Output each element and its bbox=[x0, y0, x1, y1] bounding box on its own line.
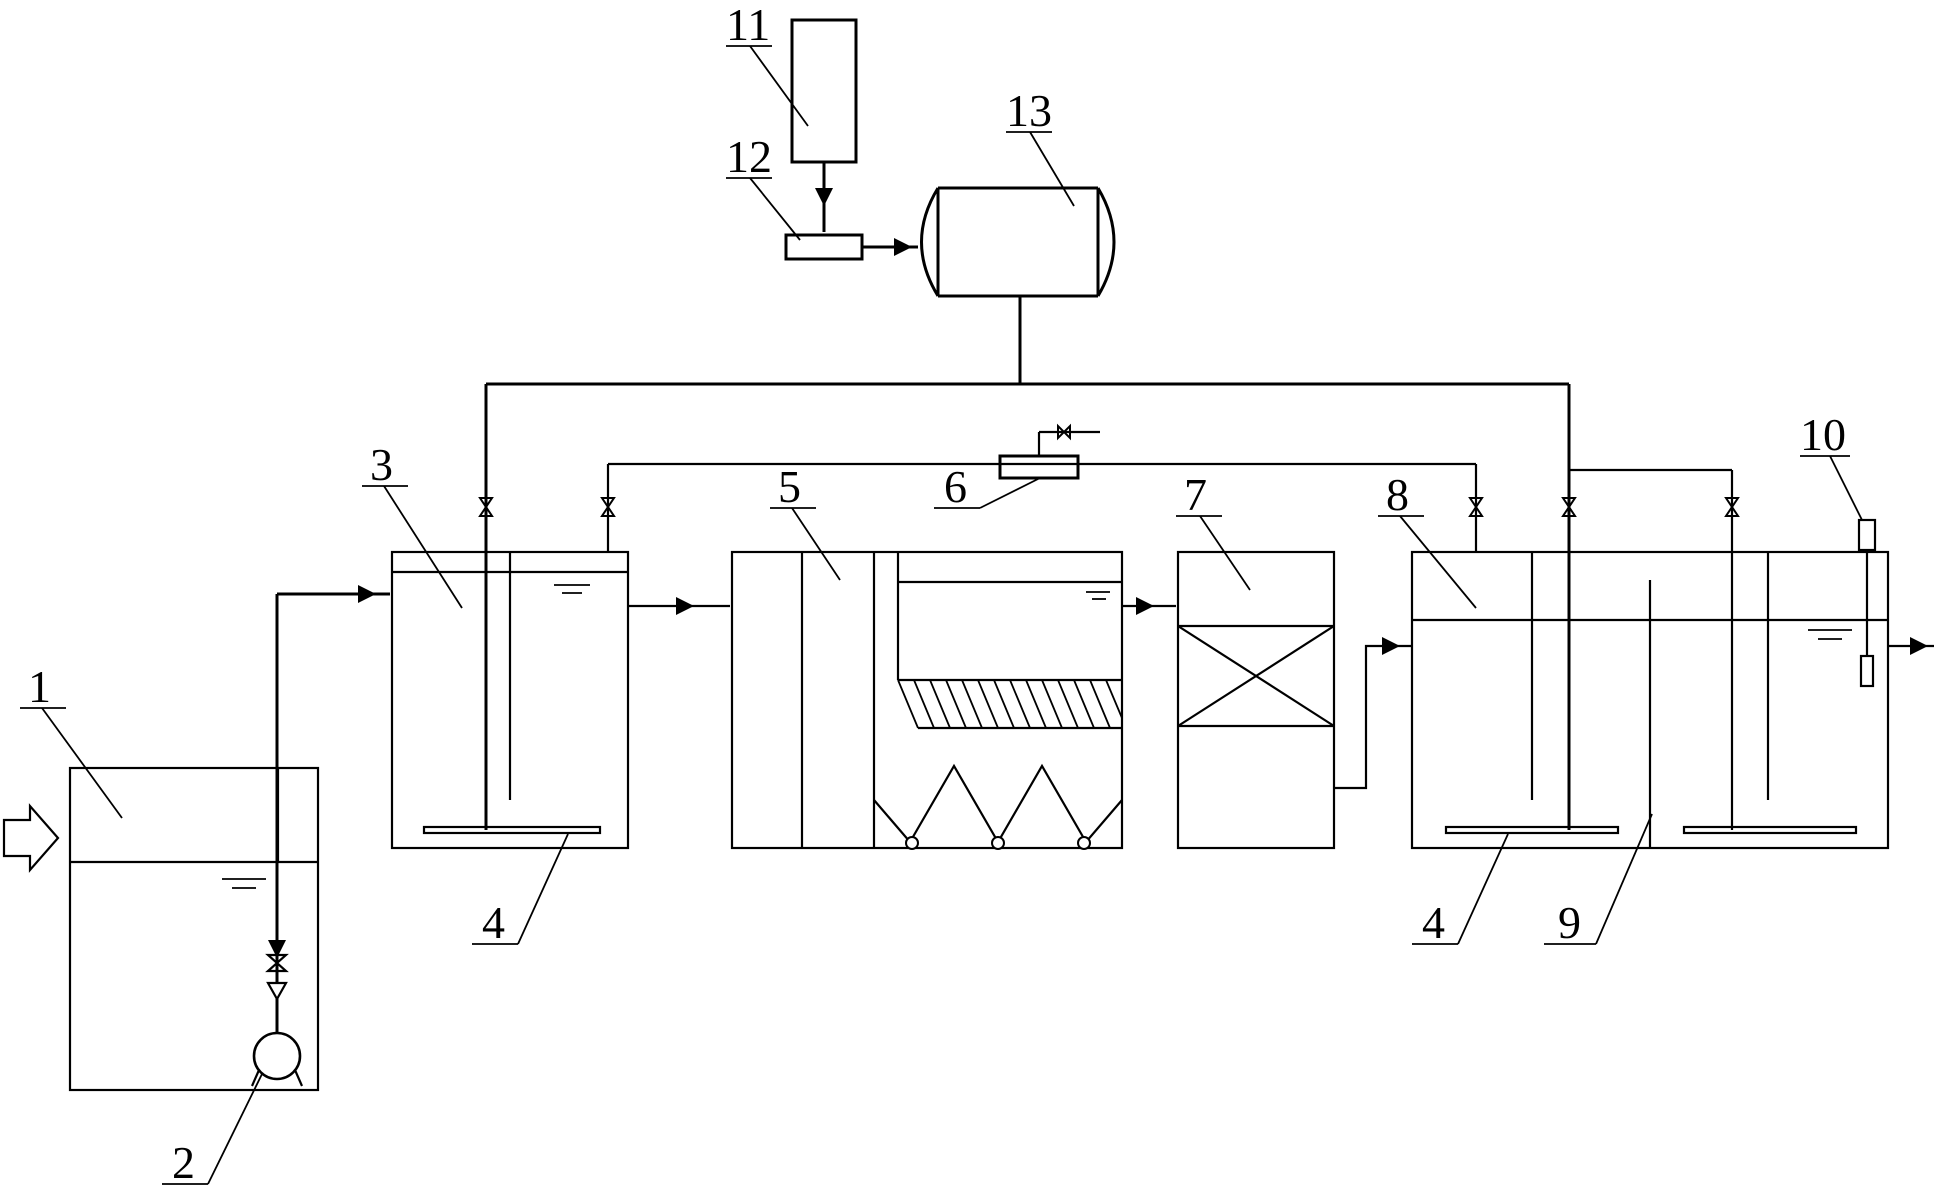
label-8: 8 bbox=[1386, 469, 1409, 520]
flow-arrow-right bbox=[1382, 637, 1400, 655]
inclined-plates bbox=[897, 678, 1123, 730]
label-5: 5 bbox=[778, 461, 801, 512]
pump-foot bbox=[250, 1069, 261, 1087]
unit-10-sensor-head bbox=[1857, 518, 1877, 552]
unit-10-probe bbox=[1859, 654, 1875, 688]
flow-arrow-right bbox=[358, 585, 376, 603]
label-3: 3 bbox=[370, 439, 393, 490]
aerator-4-left bbox=[422, 825, 602, 835]
unit-1-tank bbox=[68, 766, 320, 1092]
label-11: 11 bbox=[726, 0, 770, 50]
label-4-left: 4 bbox=[482, 897, 505, 948]
flow-arrow-right bbox=[894, 238, 912, 256]
sludge-hoppers bbox=[873, 763, 1123, 845]
label-4-right: 4 bbox=[1422, 897, 1445, 948]
label-10: 10 bbox=[1800, 409, 1846, 460]
unit-7-filter bbox=[1176, 550, 1336, 850]
pump-2-icon bbox=[252, 1031, 302, 1081]
pipe-7-to-8 bbox=[1334, 644, 1412, 790]
flow-arrow-right bbox=[1910, 637, 1928, 655]
valve-icon[interactable] bbox=[265, 953, 289, 973]
unit-6-box bbox=[998, 454, 1080, 480]
label-7: 7 bbox=[1184, 469, 1207, 520]
label-6: 6 bbox=[944, 461, 967, 512]
label-13: 13 bbox=[1006, 85, 1052, 136]
unit-11-cylinder bbox=[790, 18, 858, 164]
aerator-4-right bbox=[1444, 825, 1620, 835]
aerator-right bbox=[1682, 825, 1858, 835]
valve-icon[interactable] bbox=[1057, 423, 1071, 441]
unit-13-tank bbox=[920, 186, 1116, 298]
unit-12-box bbox=[784, 233, 864, 261]
label-2: 2 bbox=[172, 1137, 195, 1188]
flow-arrow-down bbox=[815, 188, 833, 206]
check-valve-icon bbox=[266, 981, 288, 1002]
unit-5-tank bbox=[730, 550, 1124, 850]
inlet-arrow-icon bbox=[2, 803, 60, 873]
label-1: 1 bbox=[28, 661, 51, 712]
flow-arrow-right bbox=[1136, 597, 1154, 615]
label-12: 12 bbox=[726, 131, 772, 182]
flow-arrow-right bbox=[676, 597, 694, 615]
flow-arrow-down bbox=[268, 940, 286, 958]
leader-lines bbox=[20, 45, 1863, 1185]
pump-foot bbox=[293, 1069, 304, 1087]
label-9: 9 bbox=[1558, 897, 1581, 948]
